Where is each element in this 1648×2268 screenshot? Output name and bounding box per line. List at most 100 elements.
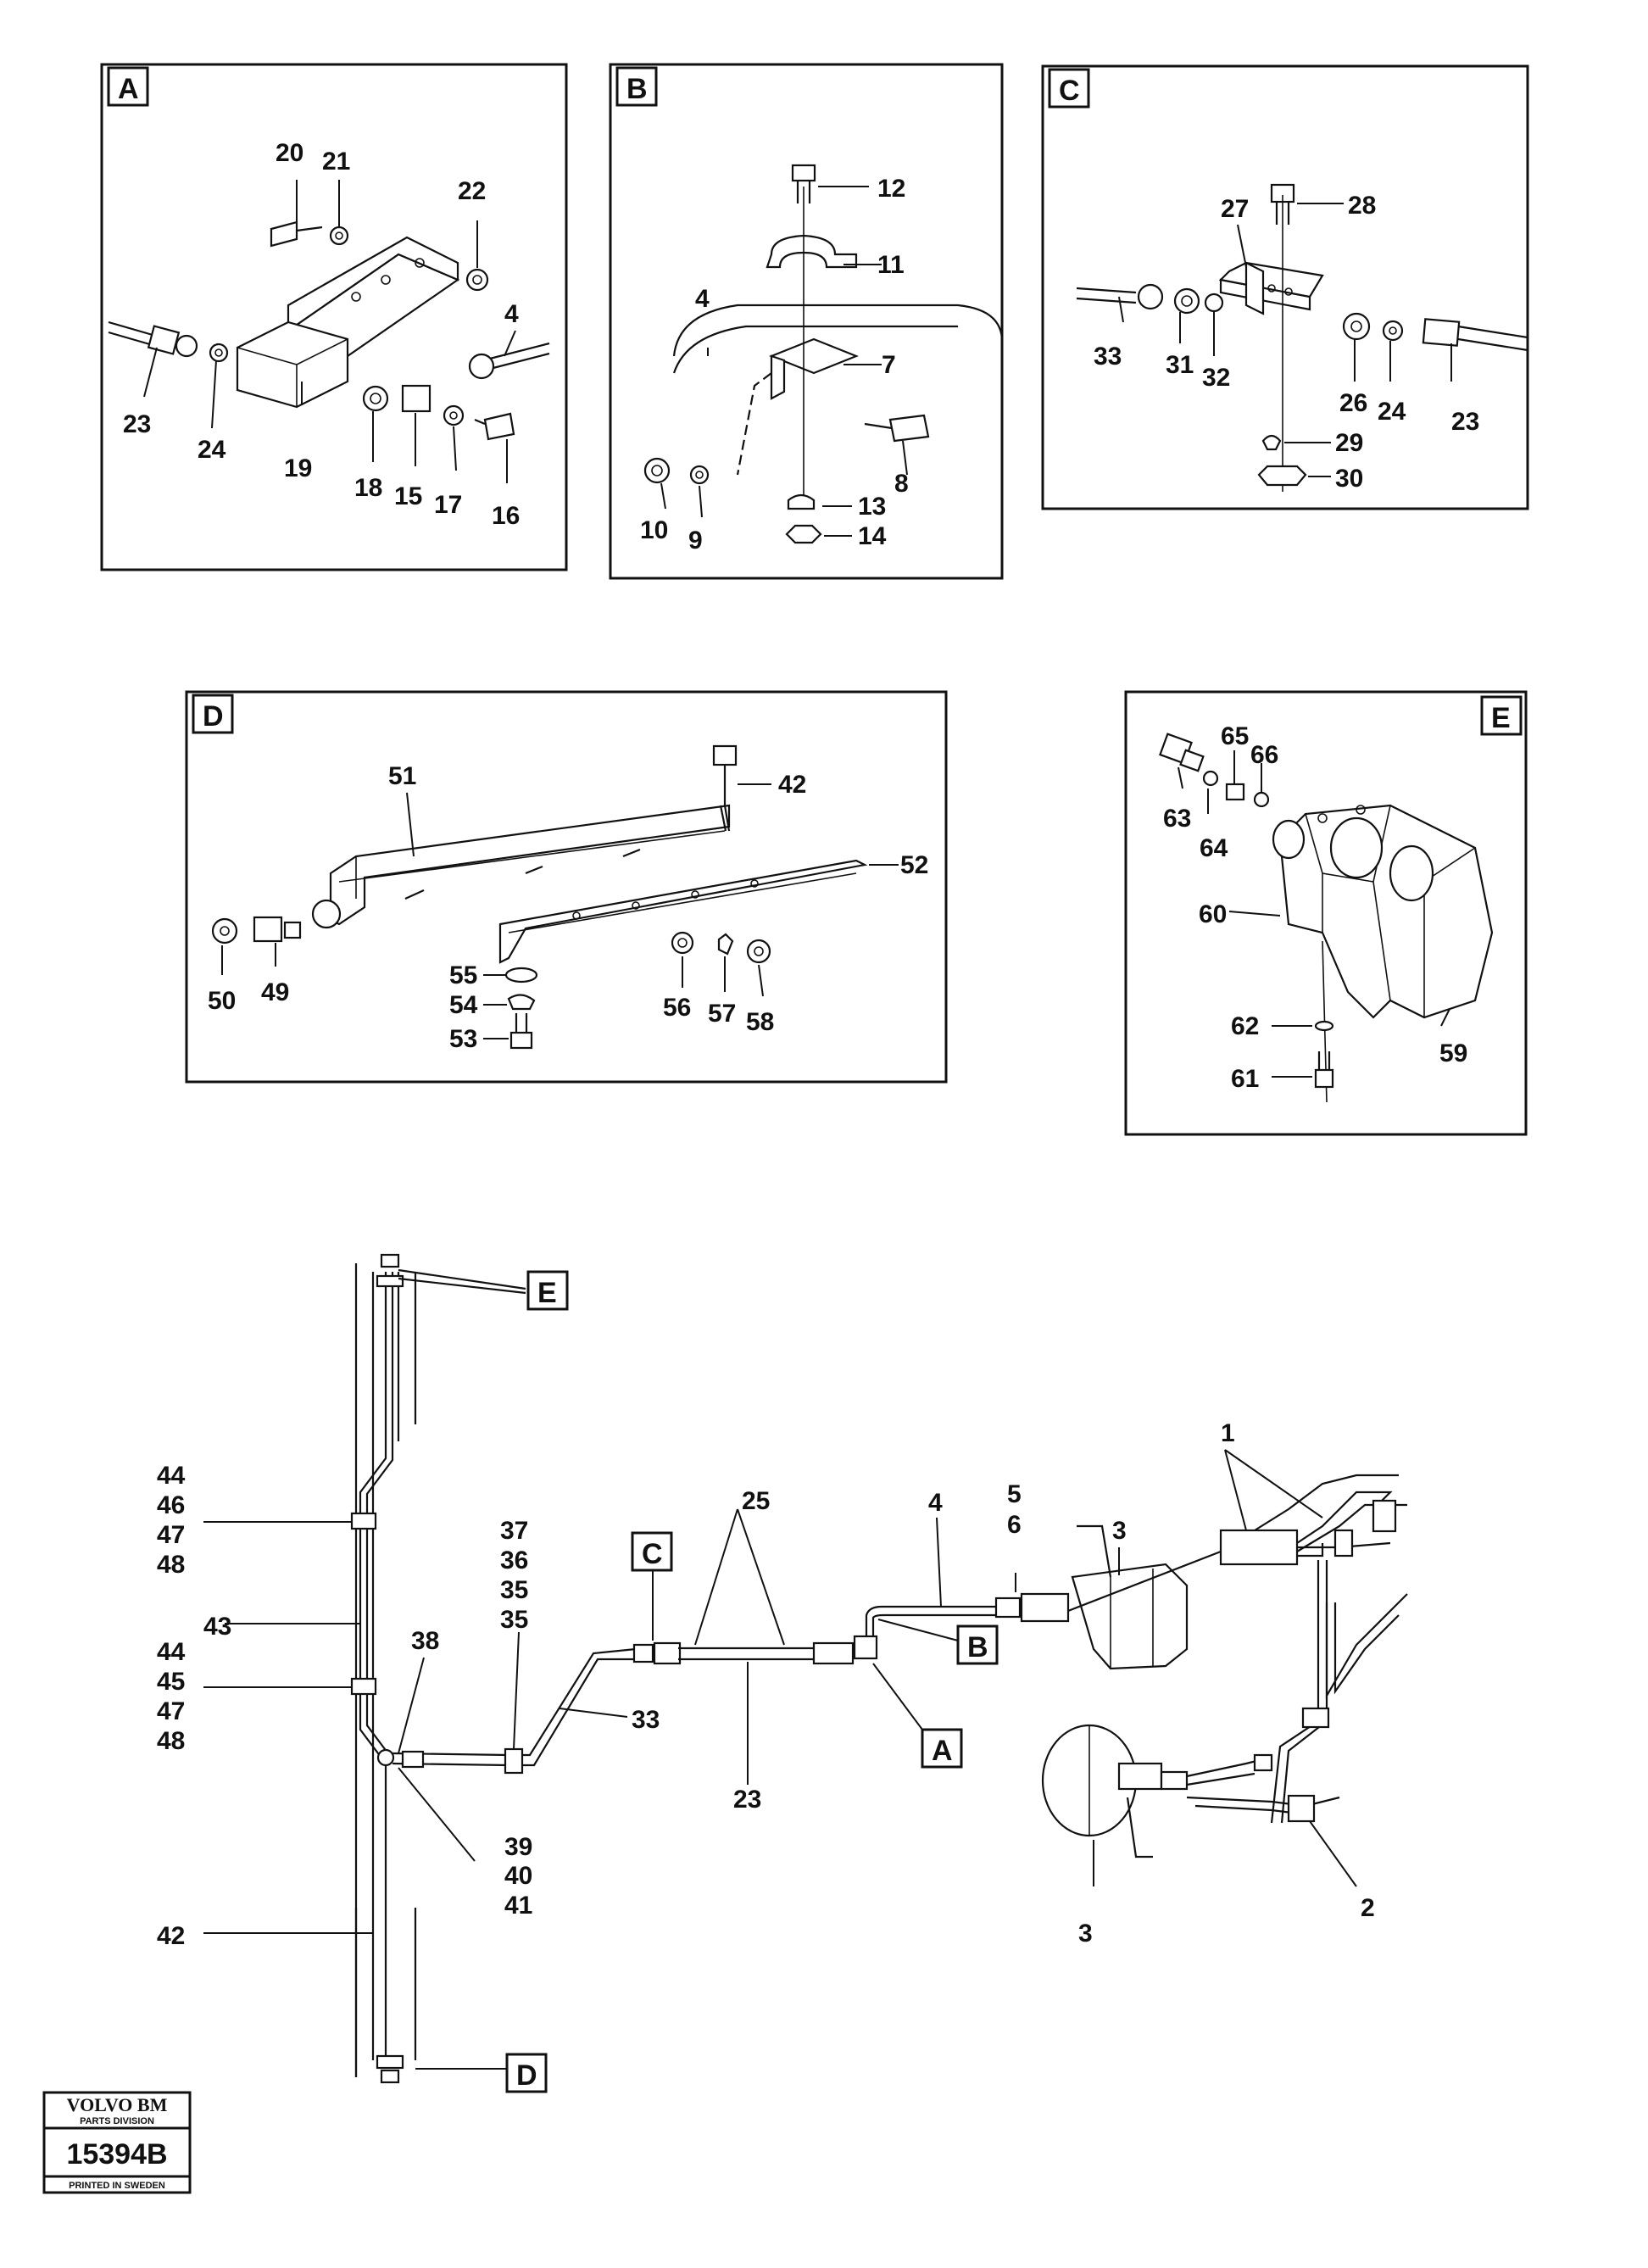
ref-tag-d-box [505, 2053, 548, 2093]
ref-tag-b-box [956, 1624, 999, 1665]
label-o-35a: 35 [500, 1576, 528, 1604]
label-o-47a: 47 [157, 1521, 185, 1549]
valve-1 [1219, 1529, 1299, 1566]
label-d-42: 42 [778, 771, 806, 799]
clamp-upper [350, 1512, 377, 1530]
label-a-15: 15 [394, 482, 422, 510]
label-a-18: 18 [354, 474, 382, 502]
label-d-57: 57 [708, 1000, 736, 1028]
brake-chamber-upper [1071, 1563, 1189, 1670]
panel-b-tag: B [626, 73, 648, 105]
panel-b-tag-box [615, 66, 658, 107]
panel-a-tag: A [118, 73, 139, 105]
panel-c-tag: C [1059, 75, 1080, 107]
label-d-54: 54 [449, 991, 478, 1019]
label-a-20: 20 [276, 139, 303, 167]
label-o-36: 36 [500, 1546, 528, 1574]
logo-brand: VOLVO BM [67, 2094, 168, 2115]
label-a-23: 23 [123, 410, 151, 438]
ref-tag-e: E [537, 1277, 557, 1309]
label-b-14: 14 [858, 522, 887, 550]
pipe-23 [678, 1647, 814, 1661]
label-b-10: 10 [640, 516, 668, 544]
label-d-56: 56 [663, 994, 691, 1022]
panel-d-frame [185, 690, 948, 1084]
panel-c-frame [1041, 64, 1529, 510]
panel-e-frame [1124, 690, 1528, 1136]
panel-d-tag-box [192, 694, 234, 734]
label-o-38: 38 [411, 1627, 439, 1655]
label-c-33: 33 [1094, 343, 1122, 371]
ref-tag-b: B [967, 1631, 988, 1663]
label-o-35b: 35 [500, 1606, 528, 1634]
label-c-23: 23 [1451, 408, 1479, 436]
label-e-64: 64 [1200, 834, 1228, 862]
label-c-31: 31 [1166, 351, 1194, 379]
volvo-bm-logo: VOLVO BM PARTS DIVISION 15394B PRINTED I… [42, 2091, 192, 2194]
channel-51 [329, 804, 731, 926]
label-o-6: 6 [1007, 1511, 1022, 1539]
label-b-13: 13 [858, 493, 886, 521]
panel-d-tag: D [203, 700, 224, 733]
label-e-60: 60 [1199, 900, 1227, 928]
label-e-62: 62 [1231, 1012, 1259, 1040]
panel-e-tag-box [1480, 695, 1523, 736]
ref-tag-a: A [932, 1735, 953, 1767]
label-c-29: 29 [1335, 429, 1363, 457]
label-d-51: 51 [388, 762, 416, 790]
label-e-63: 63 [1163, 805, 1191, 833]
label-o-45: 45 [157, 1668, 185, 1696]
label-b-11: 11 [877, 251, 905, 279]
label-a-19: 19 [284, 454, 312, 482]
label-d-50: 50 [208, 987, 236, 1015]
panel-d: D 51 42 52 50 49 55 54 [185, 690, 948, 1084]
panel-a: A 20 21 22 4 23 24 19 18 [100, 63, 568, 571]
label-o-33: 33 [632, 1706, 660, 1734]
label-a-21: 21 [322, 148, 350, 176]
bar-52 [498, 859, 868, 964]
panel-a-tag-box [107, 66, 149, 107]
label-d-55: 55 [449, 961, 477, 989]
ref-tag-e-box [526, 1270, 569, 1311]
panel-b-frame [609, 63, 1004, 580]
pipe-33 [392, 1647, 637, 1767]
label-b-9: 9 [688, 527, 703, 554]
label-c-27: 27 [1221, 195, 1249, 223]
label-o-3b: 3 [1078, 1920, 1093, 1948]
label-b-8: 8 [894, 470, 909, 498]
label-o-42: 42 [157, 1922, 185, 1950]
label-o-44a: 44 [157, 1462, 186, 1490]
label-c-30: 30 [1335, 465, 1363, 493]
logo-code: 15394B [66, 2138, 167, 2170]
label-b-4: 4 [695, 285, 710, 313]
label-a-22: 22 [458, 177, 486, 205]
label-c-32: 32 [1202, 364, 1230, 392]
label-o-2: 2 [1361, 1894, 1375, 1922]
clamp-lower [350, 1677, 377, 1696]
label-c-24: 24 [1378, 398, 1406, 426]
panel-c-tag-box [1048, 68, 1090, 109]
logo-division: PARTS DIVISION [80, 2116, 154, 2126]
tee-2 [1287, 1794, 1316, 1823]
panel-a-frame [100, 63, 568, 571]
label-o-48a: 48 [157, 1551, 185, 1579]
label-e-65: 65 [1221, 722, 1249, 750]
label-a-4: 4 [504, 300, 519, 328]
logo-printed: PRINTED IN SWEDEN [69, 2181, 165, 2191]
label-o-37: 37 [500, 1517, 528, 1545]
label-o-40: 40 [504, 1862, 532, 1890]
label-o-5: 5 [1007, 1480, 1022, 1508]
pipe-43 [359, 1272, 387, 2069]
label-o-39: 39 [504, 1833, 532, 1861]
label-o-48b: 48 [157, 1727, 185, 1755]
label-o-47b: 47 [157, 1697, 185, 1725]
label-d-53: 53 [449, 1025, 477, 1053]
frame-rail [672, 304, 1004, 357]
label-b-12: 12 [877, 175, 905, 203]
label-o-23: 23 [733, 1786, 761, 1814]
ref-tag-c: C [642, 1538, 663, 1570]
label-o-44b: 44 [157, 1638, 186, 1666]
label-d-49: 49 [261, 978, 289, 1006]
block-19 [236, 320, 349, 409]
